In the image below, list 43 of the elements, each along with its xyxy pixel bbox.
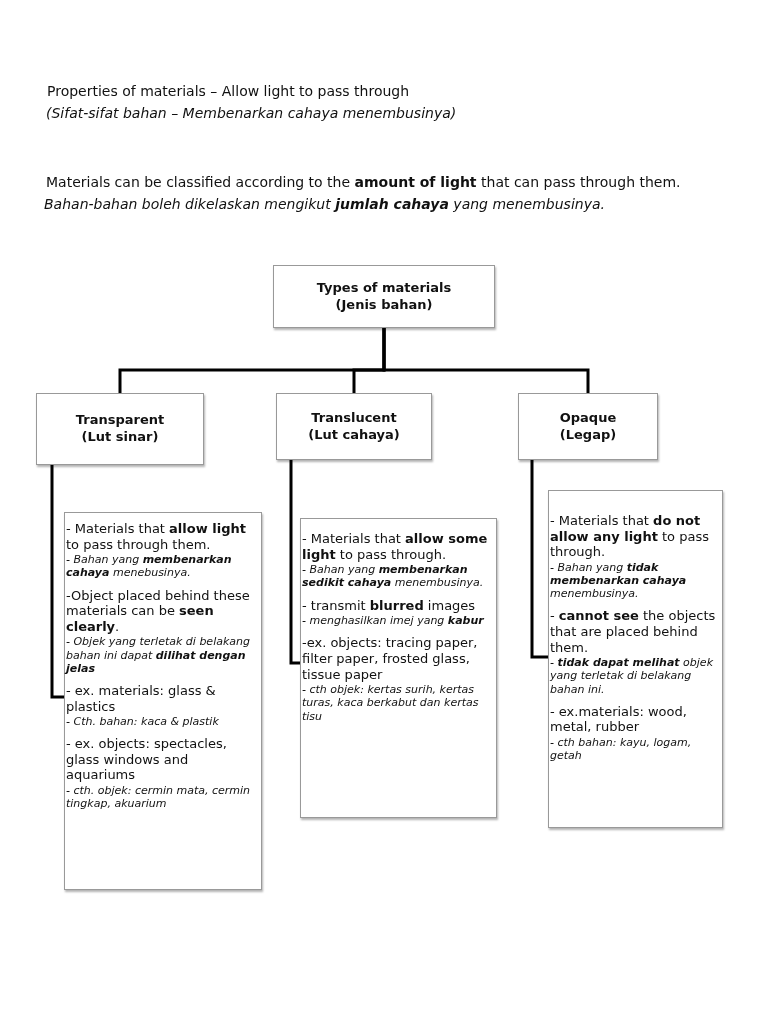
category-translation: (Jenis bahan) [335,296,433,314]
english-description: - ex. objects: spectacles, glass windows and aquariums [66,736,228,784]
english-description: - ex. materials: glass & plastics [66,682,217,715]
english-description: - Materials that do not allow any light to pass through. [550,513,710,560]
title: Properties of materials – Allow light to pass through [47,83,410,99]
connector-line [382,328,590,393]
malay-description: - menghasilkan imej yang kabur [302,614,485,628]
malay-description: - Bahan yang tidak membenarkan cahaya menembusinya. [550,560,688,601]
description-box [300,518,497,818]
category-box [273,265,495,328]
malay-description: - Bahan yang membenarkan sedikit cahaya menembusinya. [302,563,485,590]
category-translation: (Lut sinar) [81,429,159,446]
category-translation: (Lut cahaya) [308,426,400,444]
category-box [36,393,204,465]
english-description: - ex.materials: wood, metal, rubber [550,703,688,735]
malay-description: - Cth. bahan: kaca & plastik [66,715,220,729]
malay-description: - tidak dapat melihat objek yang terletak di belakang bahan ini. [550,656,714,696]
malay-description: - cth bahan: kayu, logam, getah [550,735,693,763]
english-description: - Materials that allow light to pass through them. [66,521,247,553]
intro-sentence: Materials can be classified according to the amount of light that can pass through them. [46,174,681,190]
category-translation: (Legap) [559,426,617,444]
category-name: Opaque [559,409,617,427]
english-description: - Materials that allow some light to pass through. [302,531,489,563]
category-name: Translucent [311,409,397,427]
subtitle: (Sifat-sifat bahan – Membenarkan cahaya menembusinya) [46,105,457,121]
english-description: -Object placed behind these materials can be seen clearly. [66,587,251,635]
english-description: - transmit blurred images [302,597,477,614]
malay-description: - Objek yang terletak di belakang bahan ini dapat dilihat dengan jelas [66,635,251,675]
category-box [518,393,658,460]
connector-line [289,460,300,665]
malay-description: - cth. objek: cermin mata, cermin tingkap, akuarium [66,784,252,811]
category-name: Transparent [75,412,165,429]
intro-sentence: Bahan-bahan boleh dikelaskan mengikut jumlah cahaya yang menembusinya. [44,196,605,212]
category-box [276,393,432,460]
malay-description: - Bahan yang membenarkan cahaya menebusinya. [66,553,233,580]
description-box [548,490,723,828]
description-box [64,512,262,890]
category-name: Types of materials [316,279,452,297]
connector-line [50,465,64,699]
english-description: -ex. objects: tracing paper, filter paper, frosted glass, tissue paper [302,635,479,683]
malay-description: - cth objek: kertas surih, kertas turas, kaca berkabut dan kertas tisu [302,683,480,723]
connector-line [530,460,548,659]
english-description: - cannot see the objects that are placed behind them. [550,608,717,656]
